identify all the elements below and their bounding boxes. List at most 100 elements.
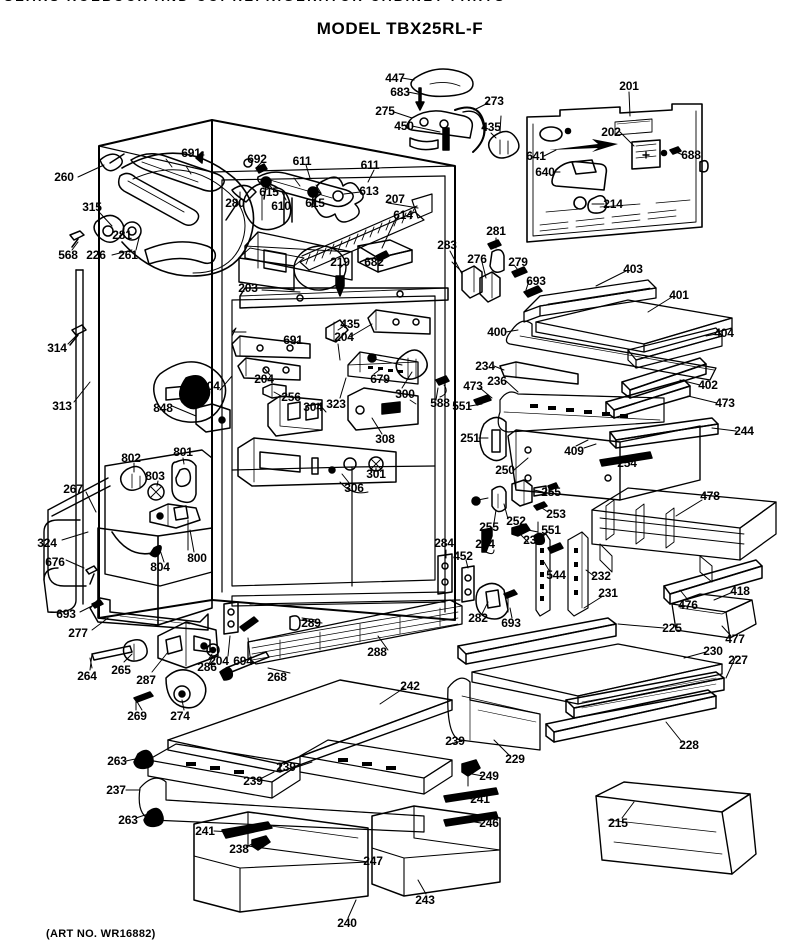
part-callout-403: 403 <box>623 262 643 276</box>
part-callout-450: 450 <box>394 119 414 133</box>
gasket-loop-226 <box>121 152 255 277</box>
drawer-240 <box>193 811 369 913</box>
part-callout-273: 273 <box>484 94 504 108</box>
part-callout-202: 202 <box>601 125 621 139</box>
part-callout-232: 232 <box>591 569 611 583</box>
part-callout-473: 473 <box>715 396 735 410</box>
rail-234 <box>499 361 579 385</box>
part-callout-282: 282 <box>468 611 488 625</box>
part-callout-251: 251 <box>460 431 480 445</box>
part-callout-801: 801 <box>173 445 193 459</box>
part-callout-284: 284 <box>434 536 454 550</box>
part-callout-204: 204 <box>254 372 274 386</box>
part-callout-324: 324 <box>37 536 57 550</box>
pin-281-right <box>487 239 505 273</box>
part-callout-253: 253 <box>546 507 566 521</box>
part-callout-246: 246 <box>479 816 499 830</box>
part-callout-233: 233 <box>523 533 543 547</box>
grommet-803 <box>147 483 165 501</box>
part-callout-263: 263 <box>118 813 138 827</box>
part-callout-201: 201 <box>619 79 639 93</box>
part-callout-693: 693 <box>526 274 546 288</box>
part-callout-679: 679 <box>370 372 390 386</box>
part-callout-243: 243 <box>415 893 435 907</box>
hinge-450 <box>442 127 450 151</box>
part-callout-614: 614 <box>393 208 413 222</box>
part-callout-228: 228 <box>679 738 699 752</box>
part-callout-231: 231 <box>598 586 618 600</box>
art-number-label: (ART NO. WR16882) <box>46 928 156 940</box>
clip-314 <box>69 324 87 346</box>
roller-274 <box>165 669 207 709</box>
part-callout-306: 306 <box>344 481 364 495</box>
bracket-275 <box>406 110 474 151</box>
part-callout-615: 615 <box>259 185 279 199</box>
part-callout-238: 238 <box>229 842 249 856</box>
screw-544 <box>547 542 564 554</box>
part-callout-611: 611 <box>292 154 312 168</box>
part-callout-301: 301 <box>366 467 386 481</box>
bracket-284 <box>437 553 453 595</box>
screw-694 <box>239 616 259 632</box>
rail-203 <box>239 287 449 309</box>
shelf-frame-306 <box>237 437 397 494</box>
trim-227 <box>565 671 725 719</box>
top-shelf-frame-691 <box>130 151 225 192</box>
part-callout-236: 236 <box>487 374 507 388</box>
screw-588-mid <box>435 375 450 398</box>
panel-324 <box>97 527 213 626</box>
clip-263b <box>143 807 164 828</box>
part-callout-691: 691 <box>283 333 303 347</box>
damper-control-304a <box>153 361 233 433</box>
clip-238 <box>251 835 271 851</box>
part-callout-281: 281 <box>486 224 506 238</box>
part-callout-802: 802 <box>121 451 141 465</box>
part-callout-418: 418 <box>730 584 750 598</box>
trim-404 <box>627 327 723 369</box>
part-callout-400: 400 <box>487 325 507 339</box>
part-callout-435: 435 <box>340 317 360 331</box>
slide-239-right <box>299 739 453 795</box>
bracket-251 <box>479 416 507 462</box>
part-callout-288: 288 <box>367 645 387 659</box>
part-callout-804: 804 <box>150 560 170 574</box>
part-callout-323: 323 <box>326 397 346 411</box>
part-callout-692: 692 <box>247 152 267 166</box>
hinge-276 <box>479 271 501 303</box>
part-callout-551: 551 <box>541 523 561 537</box>
part-callout-244: 244 <box>734 424 754 438</box>
part-callout-286: 286 <box>197 660 217 674</box>
part-callout-640: 640 <box>535 165 555 179</box>
rail-244 <box>609 417 719 449</box>
part-callout-688: 688 <box>681 148 701 162</box>
hinge-group-260 <box>99 153 125 172</box>
bracket-252 <box>471 485 507 513</box>
part-callout-250: 250 <box>495 463 515 477</box>
part-callout-280: 280 <box>225 196 245 210</box>
pan-250 <box>507 425 701 501</box>
part-callout-240: 240 <box>337 916 357 930</box>
part-callout-477: 477 <box>725 632 745 646</box>
part-callout-404: 404 <box>714 326 734 340</box>
part-callout-226: 226 <box>86 248 106 262</box>
part-callout-204: 204 <box>209 654 229 668</box>
part-callout-304: 304 <box>303 400 323 414</box>
handle-261 <box>117 172 200 226</box>
part-callout-401: 401 <box>669 288 689 302</box>
part-callout-568: 568 <box>58 248 78 262</box>
part-callout-800: 800 <box>187 551 207 565</box>
rail-402 <box>621 357 707 399</box>
part-callout-239: 239 <box>445 734 465 748</box>
part-callout-241: 241 <box>470 792 490 806</box>
housing-801 <box>171 459 197 504</box>
clipped-header-strip: SEARS ROEBUCK AND CO. REFRIGERATOR CABIN… <box>0 0 800 8</box>
part-callout-239: 239 <box>243 774 263 788</box>
part-callout-281: 281 <box>112 228 132 242</box>
screw-568 <box>69 230 85 248</box>
bracket-452 <box>461 565 475 603</box>
part-callout-476: 476 <box>678 598 698 612</box>
clip-263a <box>133 749 154 770</box>
part-callout-478: 478 <box>700 489 720 503</box>
part-callout-277: 277 <box>68 626 88 640</box>
